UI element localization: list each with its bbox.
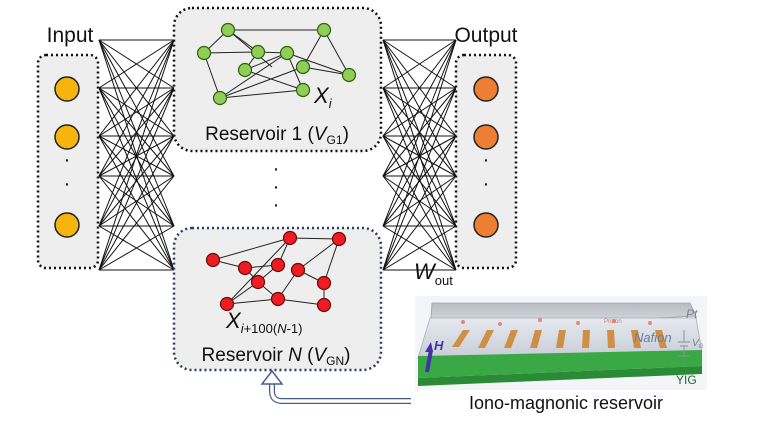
reservoir-1-node bbox=[295, 59, 311, 75]
connection-line bbox=[98, 175, 175, 227]
reservoir-n-label: Reservoir N (VGN) bbox=[202, 345, 351, 368]
connection-line bbox=[382, 135, 457, 271]
iono-magnonic-device-illustration: Pt Nafion YIG Proton VG H bbox=[415, 296, 707, 390]
connection-line bbox=[98, 39, 175, 177]
proton-label: Proton bbox=[604, 319, 622, 325]
gate-voltage-label: VG bbox=[692, 338, 704, 350]
reservoir-1-label: Reservoir 1 (VG1) bbox=[205, 124, 349, 147]
connection-line bbox=[382, 225, 457, 271]
feedback-arrow-fill bbox=[270, 381, 411, 403]
input-node bbox=[54, 76, 80, 102]
input-ellipsis-dot: · bbox=[64, 149, 71, 171]
reservoir-n-node bbox=[331, 231, 347, 247]
reservoir-1-node-label: Xi bbox=[313, 83, 333, 111]
connection-line bbox=[98, 39, 175, 271]
connection-line bbox=[98, 87, 175, 137]
connection-line bbox=[382, 39, 457, 177]
input-ellipsis-dot: · bbox=[64, 173, 71, 195]
connection-line bbox=[382, 39, 457, 271]
connection-line bbox=[98, 135, 175, 271]
reservoir-n-node bbox=[237, 260, 253, 276]
feedback-arrow-head bbox=[260, 369, 284, 385]
field-arrow-shaft bbox=[425, 349, 433, 373]
reservoir-1-node bbox=[220, 22, 236, 38]
connection-line bbox=[382, 39, 457, 137]
reservoir-n-node bbox=[290, 262, 306, 278]
output-weights-label: Wout bbox=[414, 259, 453, 288]
reservoir-1-panel bbox=[172, 6, 383, 153]
connection-line bbox=[382, 87, 457, 137]
reservoir-1-node bbox=[279, 45, 295, 61]
reservoir-1-node bbox=[341, 67, 357, 83]
connection-line bbox=[382, 175, 457, 227]
reservoir-n-node bbox=[316, 275, 332, 291]
input-layer-panel bbox=[36, 53, 100, 270]
reservoir-1-node bbox=[250, 44, 266, 60]
connection-line bbox=[98, 135, 175, 227]
field-label: H bbox=[434, 338, 444, 353]
reservoir-to-output-connections bbox=[382, 39, 457, 271]
reservoir-n-node bbox=[219, 296, 235, 312]
yig-label: YIG bbox=[676, 373, 697, 387]
connection-line bbox=[382, 87, 457, 271]
connection-line bbox=[98, 39, 175, 137]
feedback-arrow-outline bbox=[269, 381, 411, 404]
reservoir-1-node bbox=[295, 82, 311, 98]
connection-line bbox=[98, 87, 175, 271]
output-ellipsis-dot: · bbox=[483, 173, 490, 195]
nafion-label: Nafion bbox=[634, 330, 672, 345]
reservoir-ellipsis-dot: · bbox=[273, 176, 280, 198]
output-title: Output bbox=[454, 24, 517, 47]
input-to-reservoir-connections bbox=[98, 39, 175, 271]
connection-line bbox=[98, 175, 175, 271]
connection-line bbox=[98, 87, 175, 227]
connection-line bbox=[382, 39, 457, 227]
reservoir-n-node bbox=[205, 252, 221, 268]
proton-dots bbox=[461, 318, 652, 326]
input-node bbox=[54, 212, 80, 238]
output-layer-panel bbox=[454, 53, 518, 270]
yig-layer-edge bbox=[418, 366, 702, 386]
electrode-array bbox=[452, 330, 667, 348]
output-node bbox=[473, 76, 499, 102]
connection-line bbox=[98, 225, 175, 271]
reservoir-1-nodes bbox=[196, 22, 357, 106]
input-node bbox=[54, 124, 80, 150]
reservoir-n-node-label: Xi+100(N-1) bbox=[225, 308, 302, 336]
reservoir-n-node bbox=[282, 230, 298, 246]
reservoir-1-node bbox=[237, 62, 253, 78]
reservoir-1-node bbox=[316, 22, 332, 38]
yig-layer bbox=[418, 350, 702, 378]
reservoir-ellipsis-dot: · bbox=[273, 158, 280, 180]
reservoir-n-node bbox=[316, 297, 332, 313]
connection-line bbox=[98, 39, 175, 89]
output-ellipsis-dot: · bbox=[483, 149, 490, 171]
reservoir-ellipsis-dot: · bbox=[273, 194, 280, 216]
reservoir-1-node bbox=[196, 45, 212, 61]
reservoir-n-nodes bbox=[205, 230, 347, 313]
reservoir-n-node bbox=[250, 274, 266, 290]
gate-voltage-source bbox=[678, 330, 690, 357]
connection-line bbox=[382, 39, 457, 89]
reservoir-n-node bbox=[270, 291, 286, 307]
output-node bbox=[473, 212, 499, 238]
device-caption: Iono-magnonic reservoir bbox=[469, 393, 663, 413]
connection-line bbox=[382, 87, 457, 227]
input-title: Input bbox=[47, 24, 94, 47]
pt-label: Pt bbox=[686, 307, 698, 321]
field-arrow-head bbox=[425, 342, 433, 352]
connection-line bbox=[382, 175, 457, 271]
reservoir-n-node bbox=[270, 257, 286, 273]
connection-line bbox=[98, 39, 175, 227]
connection-line bbox=[382, 135, 457, 227]
reservoir-1-node bbox=[212, 90, 228, 106]
output-node bbox=[473, 124, 499, 150]
